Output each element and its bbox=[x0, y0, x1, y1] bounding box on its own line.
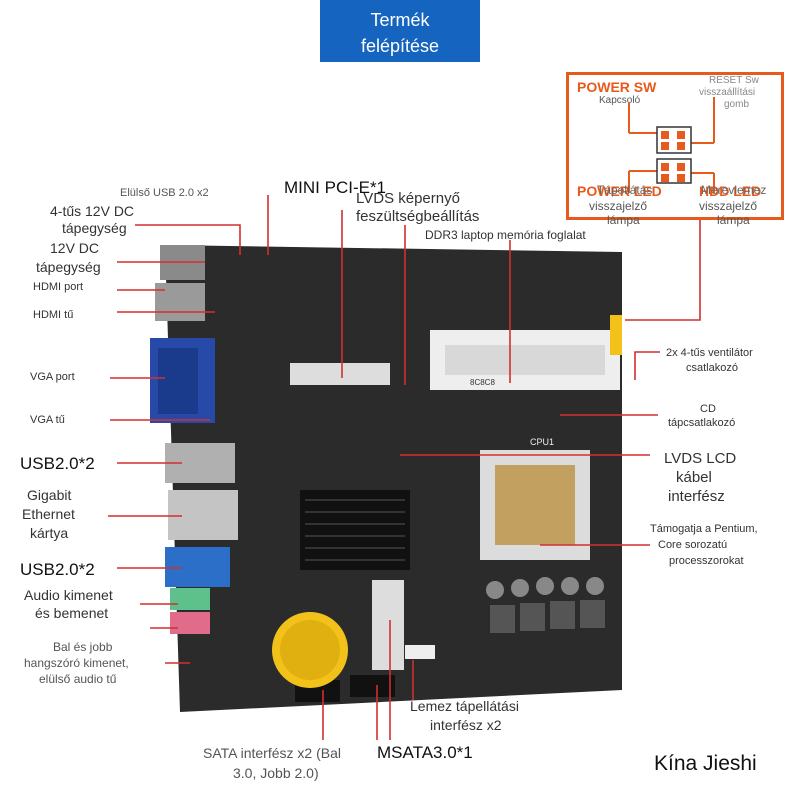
label-lvds-cable-1: LVDS LCD bbox=[664, 450, 737, 467]
label-speaker-1: Bal és jobb bbox=[53, 640, 113, 654]
inset-power-sw-sub: Kapcsoló bbox=[599, 95, 641, 106]
label-hdmi-pin: HDMI tű bbox=[33, 309, 74, 321]
title-badge: Termék felépítése bbox=[320, 0, 480, 62]
label-mini-pcie: MINI PCI-E*1 bbox=[284, 178, 387, 197]
inset-reset-sub-2: gomb bbox=[724, 99, 750, 110]
title-line-2: felépítése bbox=[360, 36, 440, 56]
label-speaker-3: elülső audio tű bbox=[39, 672, 117, 686]
ddr-silk-text: 8C8C8 bbox=[470, 378, 495, 387]
brand-label: Kína Jieshi bbox=[654, 752, 757, 775]
inset-hdd-led: HDD LED bbox=[699, 183, 762, 199]
inset-power-led-sub-3: lámpa bbox=[607, 213, 640, 227]
label-ethernet-2: Ethernet bbox=[22, 506, 75, 522]
ethernet-connector bbox=[168, 490, 238, 540]
label-lvds-voltage-1: LVDS képernyő bbox=[356, 190, 460, 207]
label-lvds-voltage-2: feszültségbeállítás bbox=[356, 208, 480, 225]
label-usb-bottom: USB2.0*2 bbox=[20, 560, 95, 579]
label-dc12v-1: 12V DC bbox=[50, 240, 100, 256]
label-ethernet-1: Gigabit bbox=[27, 487, 72, 503]
label-disk-power-1: Lemez tápellátási bbox=[410, 698, 519, 714]
sata-right bbox=[350, 675, 395, 697]
label-fan-1: 2x 4-tűs ventilátor bbox=[666, 347, 753, 359]
inset-reset-sw: RESET Sw bbox=[709, 75, 759, 86]
label-hdmi-port: HDMI port bbox=[33, 281, 84, 293]
label-audio-1: Audio kimenet bbox=[24, 587, 113, 603]
inset-power-led-sub-1: Tápellátás bbox=[597, 183, 653, 197]
inset-power-led: POWER LED bbox=[577, 183, 662, 199]
cpu-silk-text: CPU1 bbox=[530, 437, 554, 447]
front-panel-inset: POWER SW Kapcsoló RESET Sw visszaállítás… bbox=[566, 72, 784, 227]
msata-slot bbox=[372, 580, 404, 670]
label-front-usb: Elülső USB 2.0 x2 bbox=[120, 187, 209, 199]
audio-green-jack bbox=[170, 588, 210, 610]
inset-hdd-led-sub-1: Merevlemez bbox=[701, 183, 767, 197]
inset-reset-sub-1: visszaállítási bbox=[699, 87, 756, 98]
label-dc4pin-2: tápegység bbox=[62, 220, 127, 236]
label-dc12v-2: tápegység bbox=[36, 259, 101, 275]
label-cpu-1: Támogatja a Pentium, bbox=[650, 523, 758, 535]
usb-bottom-connector bbox=[165, 547, 230, 587]
label-cd-1: CD bbox=[700, 403, 716, 415]
label-speaker-2: hangszóró kimenet, bbox=[24, 656, 129, 670]
inset-power-led-sub-2: visszajelző bbox=[589, 199, 648, 213]
heatsink bbox=[300, 490, 410, 570]
label-lvds-cable-3: interfész bbox=[668, 488, 725, 505]
label-audio-2: és bemenet bbox=[35, 605, 109, 621]
label-ethernet-3: kártya bbox=[30, 525, 69, 541]
hdmi-connector bbox=[155, 283, 205, 321]
label-vga-pin: VGA tű bbox=[30, 414, 65, 426]
label-cd-2: tápcsatlakozó bbox=[668, 417, 736, 429]
front-panel-header bbox=[610, 315, 622, 355]
label-lvds-cable-2: kábel bbox=[676, 469, 712, 486]
label-cpu-2: Core sorozatú bbox=[658, 539, 728, 551]
audio-pink-jack bbox=[170, 612, 210, 634]
inset-pin-diagram bbox=[628, 97, 715, 193]
mini-pcie-slot bbox=[290, 363, 390, 385]
label-msata: MSATA3.0*1 bbox=[377, 743, 473, 762]
pointer-lines bbox=[108, 130, 701, 740]
label-sata-1: SATA interfész x2 (Bal bbox=[203, 745, 341, 761]
label-vga-port: VGA port bbox=[30, 371, 75, 383]
label-cpu-3: processzorokat bbox=[669, 555, 744, 567]
label-fan-2: csatlakozó bbox=[686, 362, 738, 374]
label-disk-power-2: interfész x2 bbox=[430, 717, 502, 733]
label-ddr3: DDR3 laptop memória foglalat bbox=[425, 228, 586, 242]
disk-power-connector bbox=[405, 645, 435, 659]
inset-hdd-led-sub-3: lámpa bbox=[717, 213, 750, 227]
label-usb-top: USB2.0*2 bbox=[20, 454, 95, 473]
label-dc4pin-1: 4-tűs 12V DC bbox=[50, 203, 135, 219]
label-sata-2: 3.0, Jobb 2.0) bbox=[233, 765, 319, 781]
title-line-1: Termék bbox=[370, 10, 430, 30]
inset-hdd-led-sub-2: visszajelző bbox=[699, 199, 758, 213]
inset-power-sw: POWER SW bbox=[577, 79, 657, 95]
